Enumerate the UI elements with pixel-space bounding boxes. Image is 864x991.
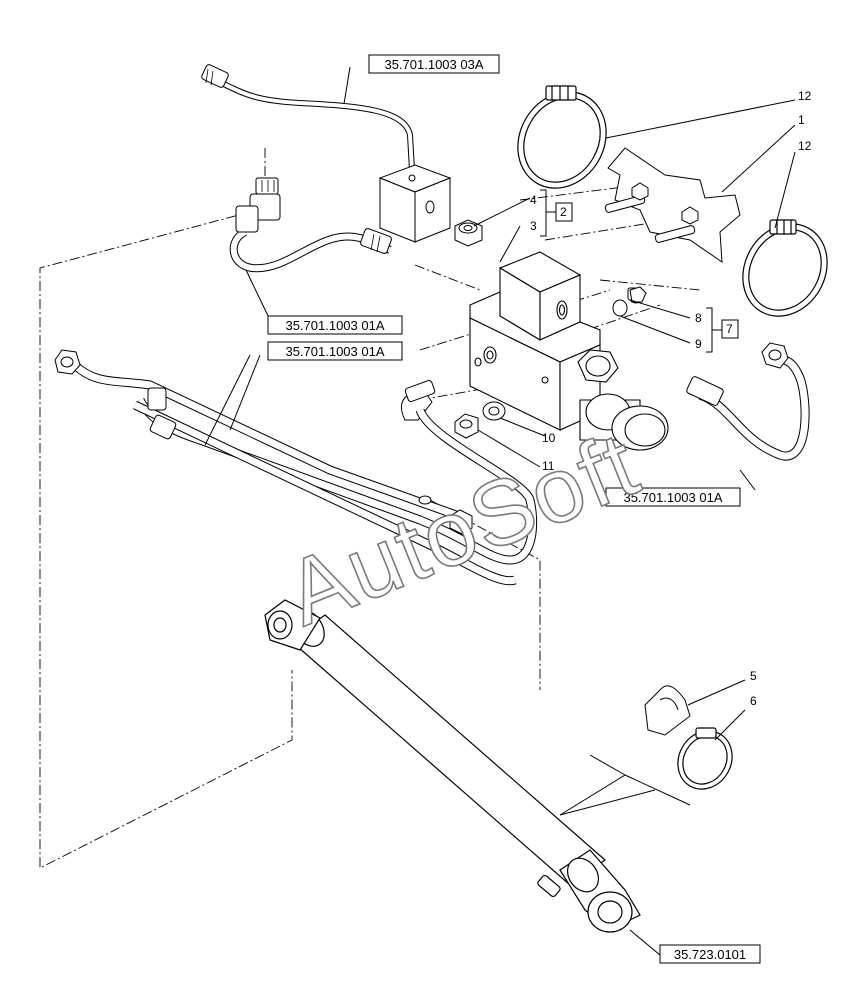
callout-6: 6: [750, 694, 757, 708]
callout-4: 4: [530, 193, 537, 207]
ref-box-top[interactable]: 35.701.1003 03A: [368, 54, 500, 74]
ref-box-left-2[interactable]: 35.701.1003 01A: [267, 341, 403, 361]
callout-12-right: 12: [798, 139, 812, 153]
group-bracket-2: [540, 189, 573, 237]
callout-3: 3: [530, 219, 537, 233]
clamp-bracket: [644, 685, 691, 736]
ref-box-left-1[interactable]: 35.701.1003 01A: [267, 315, 403, 335]
callout-9: 9: [695, 337, 702, 351]
hose-clamp-right: [742, 219, 828, 317]
small-hose-clamp: [677, 727, 733, 790]
group-bracket-7: [706, 307, 739, 353]
sensor-block: [378, 164, 452, 243]
ref-label-top: 35.701.1003 03A: [384, 57, 483, 72]
bracket-plate: [604, 147, 741, 263]
callout-7: 7: [726, 322, 733, 336]
ref-label-left-1: 35.701.1003 01A: [285, 318, 384, 333]
elbow-fitting: [401, 379, 436, 421]
hose-upper-left: [229, 177, 392, 273]
hydraulic-cylinder: [264, 599, 641, 933]
callout-5: 5: [750, 669, 757, 683]
leader-lines: [204, 66, 796, 956]
hose-fittings: [54, 349, 473, 535]
callout-2: 2: [560, 205, 567, 219]
plug-and-ring: [612, 286, 647, 317]
break-lines: [559, 754, 691, 816]
sensor-cable: [201, 64, 415, 171]
callout-8: 8: [695, 311, 702, 325]
callout-11: 11: [542, 459, 555, 473]
hose-clamp-top: [517, 85, 607, 189]
washer-and-nut: [454, 401, 506, 439]
callout-1: 1: [798, 113, 805, 127]
hose-long: [71, 361, 538, 586]
ref-label-left-2: 35.701.1003 01A: [285, 344, 384, 359]
valve-block: [469, 251, 669, 451]
nut-part: [454, 219, 483, 247]
ref-box-cylinder[interactable]: 35.723.0101: [659, 944, 761, 964]
ref-box-right[interactable]: 35.701.1003 01A: [605, 487, 741, 507]
callout-12-top: 12: [798, 89, 812, 103]
ref-label-right: 35.701.1003 01A: [623, 490, 722, 505]
callouts: 12 1 12 4 3 8 9 10 11 5 6: [530, 89, 812, 708]
callout-10: 10: [542, 431, 556, 445]
ref-label-cylinder: 35.723.0101: [674, 947, 746, 962]
hose-right: [686, 342, 810, 461]
